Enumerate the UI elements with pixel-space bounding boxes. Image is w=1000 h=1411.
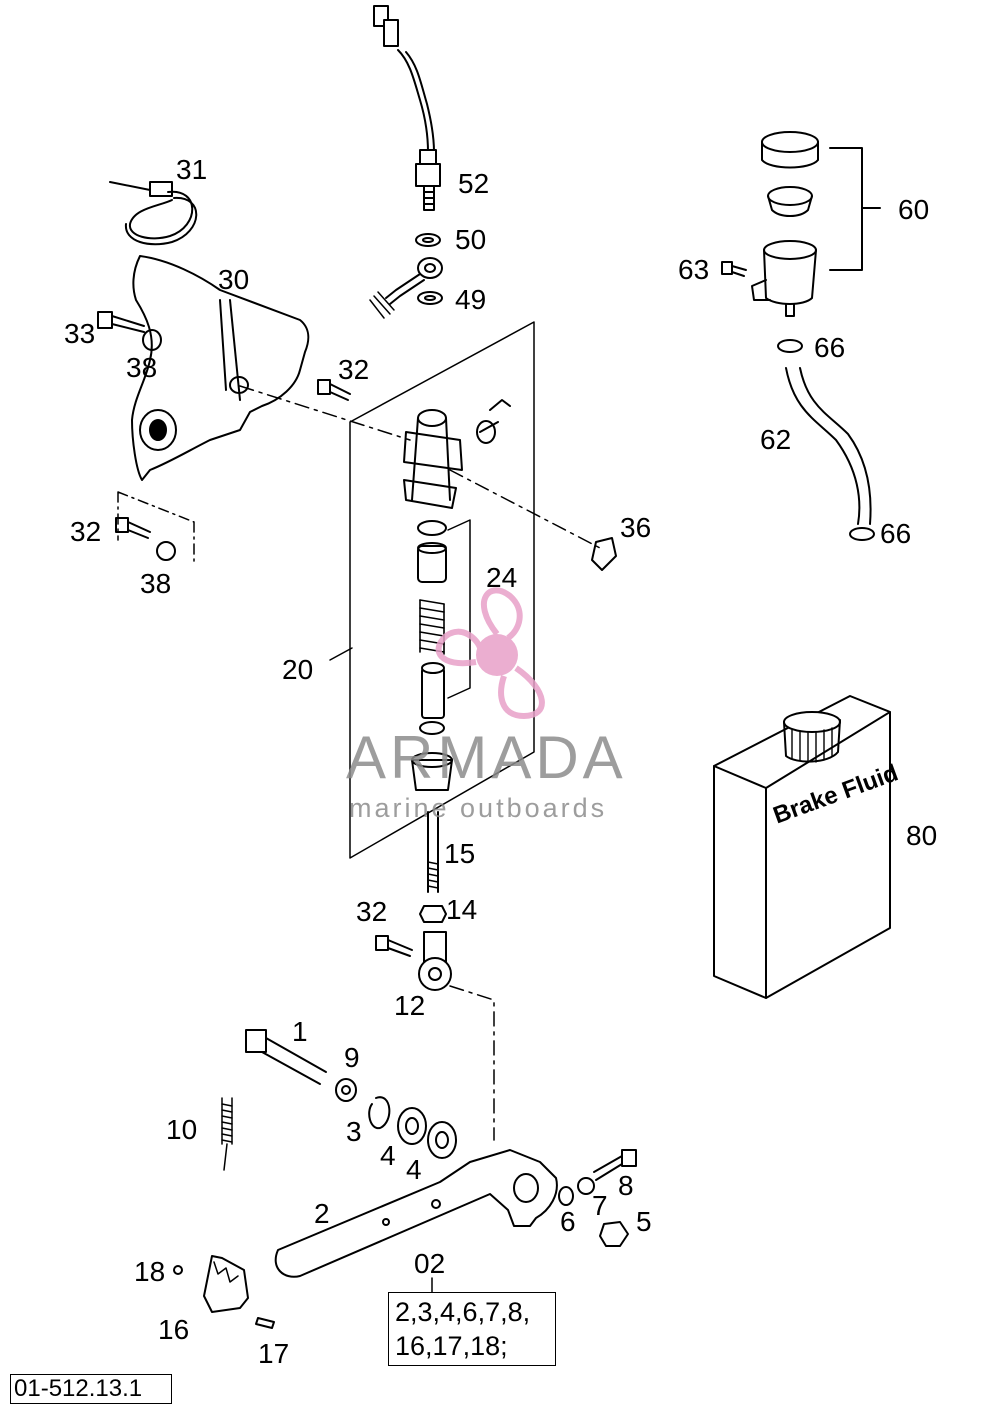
kit-line-1: 2,3,4,6,7,8,: [395, 1297, 531, 1327]
kit-contents-box: 2,3,4,6,7,8, 16,17,18;: [388, 1292, 556, 1366]
screw-33: [97, 311, 145, 333]
callout-18: 18: [134, 1256, 166, 1287]
nut-14: [419, 905, 447, 923]
callout-66-lower: 66: [880, 518, 912, 549]
callout-14: 14: [446, 894, 478, 925]
master-cylinder: [403, 399, 511, 509]
spacer-38: [142, 329, 162, 351]
callout-49: 49: [455, 284, 487, 315]
callout-4-left: 4: [380, 1140, 396, 1171]
brake-switch-cable: [373, 5, 441, 211]
callout-32-fork: 32: [356, 896, 388, 927]
washer-7: [577, 1177, 595, 1195]
callout-5: 5: [636, 1206, 652, 1237]
callout-17: 17: [258, 1338, 290, 1369]
callout-8: 8: [618, 1170, 634, 1201]
callout-3: 3: [346, 1116, 362, 1147]
kit-line-2: 16,17,18;: [395, 1331, 508, 1361]
heel-guard: [131, 255, 310, 481]
callout-50: 50: [455, 224, 487, 255]
pedal-tip: [203, 1255, 249, 1313]
watermark-brand: ARMADA: [346, 724, 627, 791]
callout-62: 62: [760, 424, 792, 455]
armada-logo: [435, 587, 545, 720]
reservoir: [751, 131, 881, 317]
watermark-tagline: marine outboards: [349, 793, 608, 823]
circlip: [419, 721, 445, 735]
callout-33: 33: [64, 318, 96, 349]
callout-52: 52: [458, 168, 490, 199]
callout-66-upper: 66: [814, 332, 846, 363]
hose-clamp-bottom: [849, 527, 875, 541]
circlip-3: [368, 1096, 391, 1130]
washer-49: [417, 291, 443, 305]
callout-7: 7: [592, 1190, 608, 1221]
callout-9: 9: [344, 1042, 360, 1073]
callout-24: 24: [486, 562, 518, 593]
sleeve: [417, 545, 447, 583]
clevis-fork: [418, 931, 452, 991]
callout-20: 20: [282, 654, 314, 685]
callout-6: 6: [560, 1206, 576, 1237]
screw-8: [593, 1149, 637, 1181]
washer-6: [558, 1186, 574, 1206]
hose-clamp-top: [777, 339, 803, 353]
callout-38-lower: 38: [140, 568, 172, 599]
callout-30: 30: [218, 264, 250, 295]
callout-2: 2: [314, 1198, 330, 1229]
brake-pedal: [274, 1149, 558, 1278]
callout-36: 36: [620, 512, 652, 543]
washer-50: [415, 233, 441, 247]
bearing-4-right: [427, 1121, 457, 1159]
o-ring: [417, 520, 447, 536]
spacer-38-lower: [156, 541, 176, 561]
callout-38-upper: 38: [126, 352, 158, 383]
rubber-boot: [411, 759, 453, 791]
callout-kit-02: 02: [414, 1248, 446, 1279]
return-spring: [221, 1097, 233, 1171]
callout-10: 10: [166, 1114, 198, 1145]
piston: [421, 667, 445, 719]
brake-fluid-can: [713, 695, 891, 999]
screw-32-fork: [375, 935, 413, 957]
callout-63: 63: [678, 254, 710, 285]
cable-tie: [109, 181, 198, 246]
screw-63: [721, 261, 747, 277]
hose: [785, 367, 872, 525]
drawing-number: 01-512.13.1: [10, 1374, 172, 1404]
nut-5: [599, 1221, 629, 1247]
callout-15: 15: [444, 838, 476, 869]
screw-32-upper: [317, 379, 351, 401]
callout-1: 1: [292, 1016, 308, 1047]
banjo-hose-fitting: [369, 257, 443, 319]
callout-60: 60: [898, 194, 930, 225]
push-rod: [427, 811, 439, 893]
callout-31: 31: [176, 154, 208, 185]
screw-18: [173, 1265, 183, 1275]
callout-16: 16: [158, 1314, 190, 1345]
callout-4-right: 4: [406, 1154, 422, 1185]
callout-80: 80: [906, 820, 938, 851]
callout-32-left: 32: [70, 516, 102, 547]
callout-32-upper: 32: [338, 354, 370, 385]
clip-36: [591, 537, 617, 571]
bearing-4-left: [397, 1107, 427, 1145]
screw-32-lower: [115, 517, 151, 539]
master-cylinder-frame: [349, 321, 535, 859]
screw-17: [255, 1317, 275, 1329]
washer-9: [335, 1078, 357, 1102]
piston-spring: [419, 599, 445, 655]
callout-12: 12: [394, 990, 426, 1021]
pivot-bolt: [245, 1029, 327, 1085]
